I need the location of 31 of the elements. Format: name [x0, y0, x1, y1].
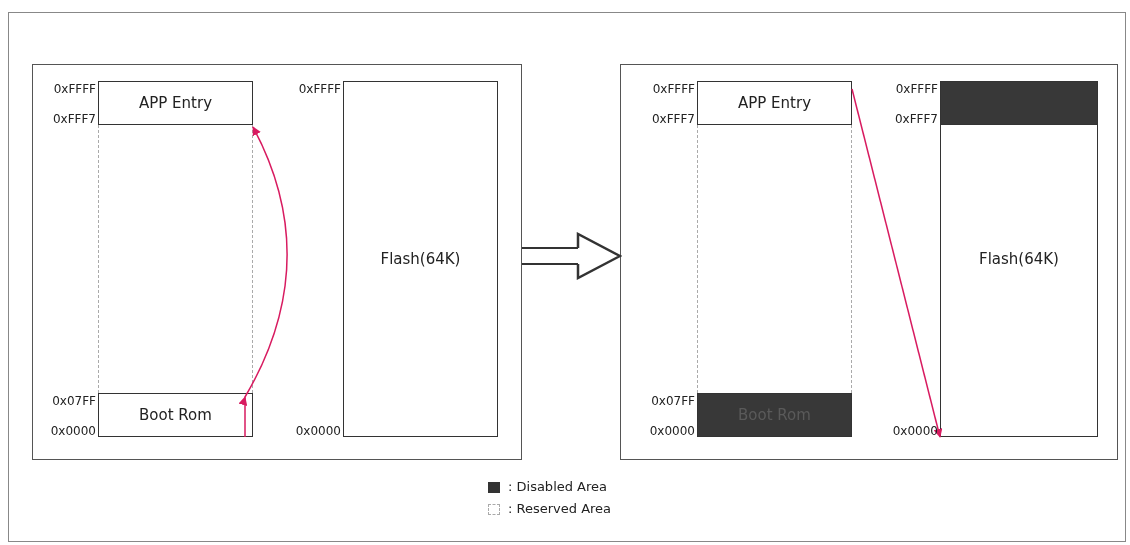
memory-map-panel [620, 64, 1118, 460]
address-label: 0x07FF [52, 394, 96, 408]
address-label: 0xFFFF [895, 82, 938, 96]
legend-label: : Reserved Area [508, 501, 612, 516]
address-label: 0x07FF [651, 394, 695, 408]
address-label: 0x0000 [649, 424, 695, 438]
arrow [239, 126, 288, 438]
memory-block [697, 81, 852, 125]
address-label: 0x0000 [892, 424, 938, 438]
block-label: Flash(64K) [979, 250, 1059, 268]
memory-block [98, 81, 253, 125]
address-label: 0xFFF7 [894, 112, 938, 126]
address-label: 0xFFFF [298, 82, 341, 96]
memory-block [98, 393, 253, 437]
memory-block [940, 81, 1098, 437]
address-label: 0xFFFF [652, 82, 695, 96]
address-label: 0xFFFF [53, 82, 96, 96]
arrow [851, 88, 943, 438]
memory-map-panel [32, 64, 522, 460]
disabled-area [940, 81, 1098, 125]
memory-block [343, 81, 498, 437]
address-label: 0xFFF7 [651, 112, 695, 126]
block-label: APP Entry [738, 94, 811, 112]
block-label: Flash(64K) [380, 250, 461, 268]
address-label: 0x0000 [50, 424, 96, 438]
legend-label: : Disabled Area [508, 479, 608, 494]
block-label: APP Entry [139, 94, 212, 112]
address-label: 0xFFF7 [52, 112, 96, 126]
block-label: Boot Rom [139, 406, 212, 424]
address-label: 0x0000 [295, 424, 341, 438]
disabled-area [697, 393, 852, 437]
